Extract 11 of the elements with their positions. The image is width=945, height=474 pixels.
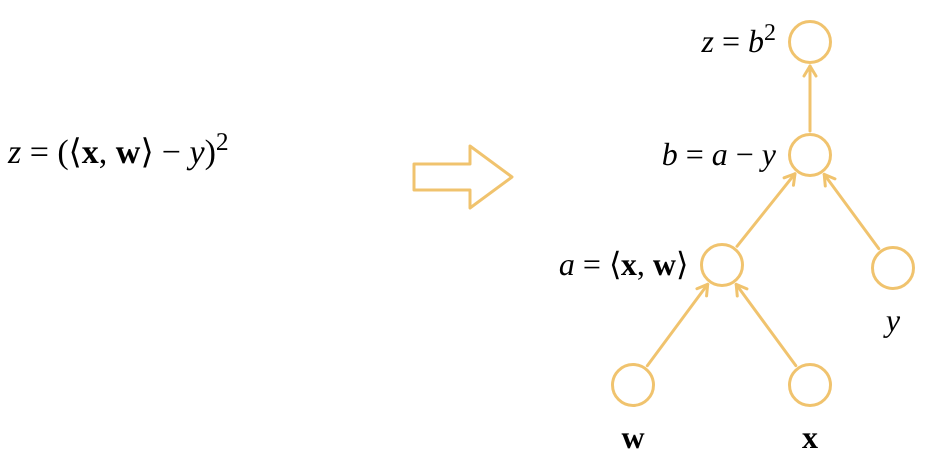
arrow: [736, 172, 796, 248]
arrow: [822, 172, 880, 250]
arrow: [734, 282, 798, 368]
arrow: [646, 282, 710, 368]
variable-label: b = a − y: [662, 138, 776, 170]
variable-label: z = b$^{2}$: [702, 25, 776, 57]
arrow: [802, 64, 818, 132]
variable-label: a = ⟨x, w⟩: [558, 248, 688, 280]
variable-label: x: [802, 421, 818, 453]
variable-label: w: [621, 421, 645, 453]
variable-label: y: [886, 304, 900, 336]
